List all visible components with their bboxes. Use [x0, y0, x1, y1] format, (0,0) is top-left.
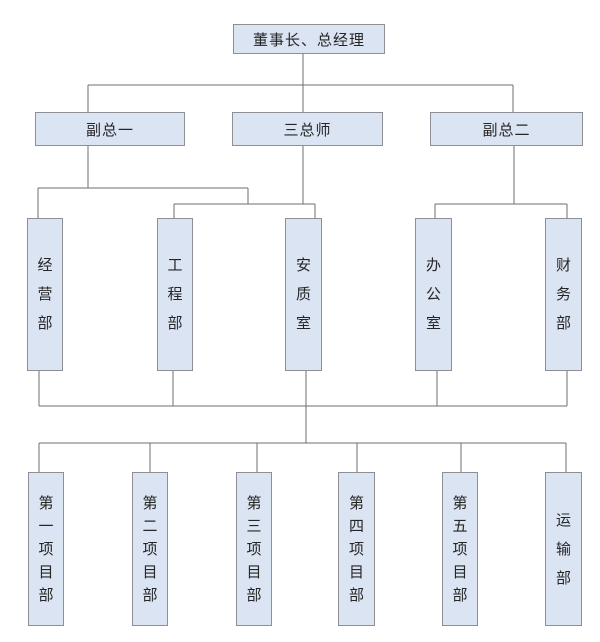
node-project-dept-2: 第二项目部	[132, 472, 168, 626]
node-safety-quality-office: 安质室	[285, 218, 322, 371]
node-chairman-general-manager: 董事长、总经理	[233, 24, 385, 54]
node-vice-president-2: 副总二	[430, 112, 583, 146]
node-project-dept-1: 第一项目部	[28, 472, 64, 626]
node-project-dept-5: 第五项目部	[442, 472, 478, 626]
node-three-chief-engineers: 三总师	[232, 112, 383, 146]
node-finance-dept: 财务部	[545, 218, 582, 371]
node-vice-president-1: 副总一	[35, 112, 185, 146]
node-transport-dept: 运输部	[545, 472, 582, 626]
node-business-dept: 经营部	[27, 218, 63, 371]
node-project-dept-3: 第三项目部	[236, 472, 272, 626]
node-project-dept-4: 第四项目部	[338, 472, 375, 626]
node-engineering-dept: 工程部	[157, 218, 193, 371]
node-office: 办公室	[415, 218, 452, 371]
